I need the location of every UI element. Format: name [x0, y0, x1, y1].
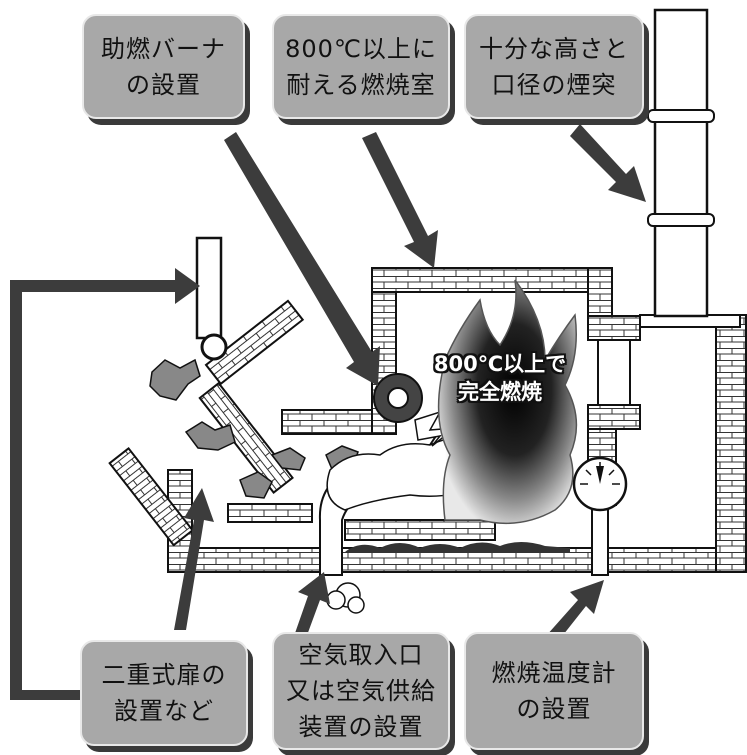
label-chamber-line2: 耐える燃焼室: [286, 70, 436, 99]
label-temp-line2: の設置: [516, 695, 592, 723]
label-thermometer: 燃焼温度計 の設置: [464, 632, 644, 750]
label-burner: 助燃バーナ の設置: [82, 14, 245, 119]
waste-items: [149, 358, 359, 499]
chimney: [647, 8, 715, 318]
label-chimney-line1: 十分な高さと: [479, 34, 629, 63]
arrows: [10, 124, 646, 700]
label-temp-line1: 燃焼温度計: [491, 659, 617, 687]
thermometer-icon: [572, 456, 628, 576]
label-chamber: 800℃以上に 耐える燃焼室: [272, 14, 450, 119]
label-chamber-line1: 800℃以上に: [285, 34, 437, 63]
label-burner-line2: の設置: [126, 70, 201, 99]
label-air-intake: 空気取入口 又は空気供給 装置の設置: [272, 632, 450, 750]
label-door-line1: 二重式扉の: [101, 661, 227, 689]
label-chimney: 十分な高さと 口径の煙突: [464, 14, 644, 119]
label-air-line1: 空気取入口: [298, 641, 424, 669]
flame-text-line1: 800℃以上で: [433, 352, 567, 376]
label-air-line3: 装置の設置: [298, 713, 424, 741]
flame: [437, 279, 578, 525]
label-burner-line1: 助燃バーナ: [101, 34, 226, 63]
label-door: 二重式扉の 設置など: [80, 640, 248, 746]
label-chimney-line2: 口径の煙突: [491, 70, 617, 99]
flame-text-line2: 完全燃焼: [458, 380, 542, 404]
hopper-door: [108, 236, 305, 547]
label-air-line2: 又は空気供給: [286, 677, 436, 705]
label-door-line2: 設置など: [114, 697, 214, 725]
